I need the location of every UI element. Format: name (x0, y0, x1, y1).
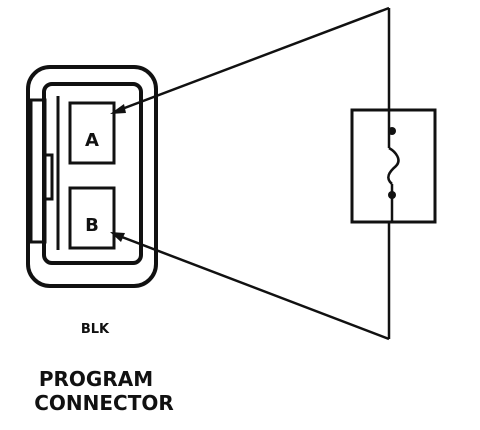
resistor-housing (350, 108, 437, 224)
pin-a-label: A (85, 130, 99, 151)
pin-b: B (68, 186, 116, 250)
wire-a-line (113, 6, 390, 114)
resistor-element (387, 146, 400, 185)
pin-b-label: B (85, 215, 99, 236)
pin-a-socket (68, 101, 116, 165)
wires (110, 6, 390, 341)
wire-a-arrowhead (110, 104, 126, 114)
fuse-resistor-icon (350, 108, 437, 224)
connector-latch-tab (42, 153, 54, 201)
pin-a: A (68, 101, 116, 165)
pin-b-socket (68, 186, 116, 250)
caption-line-2: CONNECTOR (34, 391, 174, 415)
wire-b-arrowhead (110, 232, 125, 242)
wire-b-line (113, 232, 390, 341)
connector-color-label: BLK (81, 322, 110, 337)
connector-outer-shell (26, 65, 158, 288)
caption-line-1: PROGRAM (39, 367, 153, 391)
resistor-terminal-bottom (388, 191, 396, 199)
resistor-terminal-top (388, 127, 396, 135)
connector-housing (26, 65, 158, 288)
